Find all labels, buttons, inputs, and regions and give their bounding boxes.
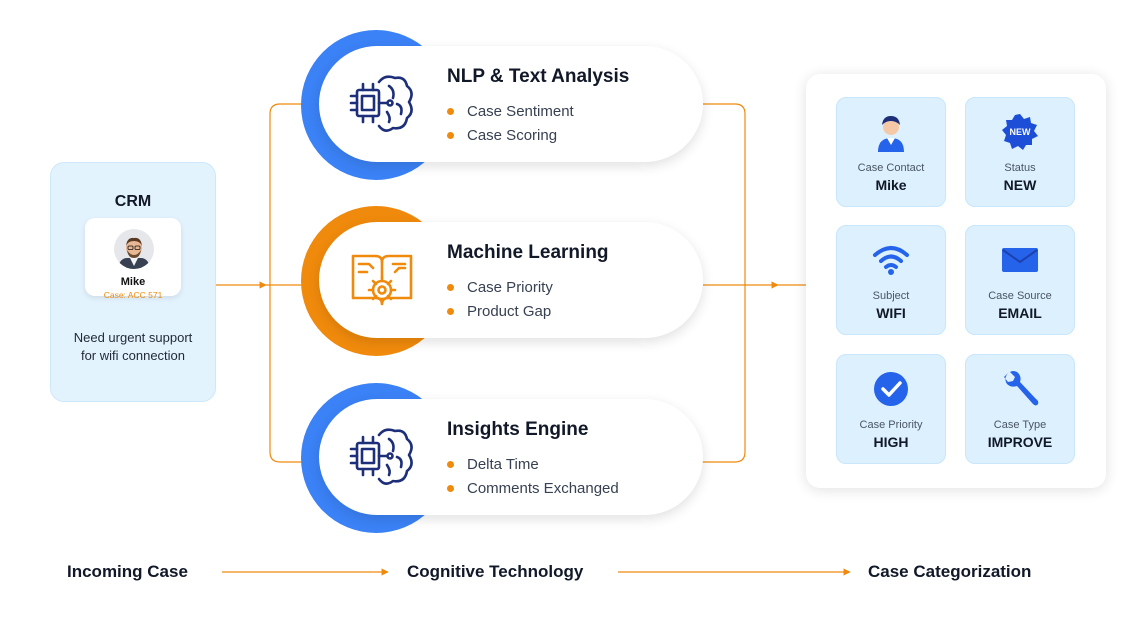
bullet-dot bbox=[447, 485, 454, 492]
bullet-dot bbox=[447, 308, 454, 315]
list-item: Case Sentiment bbox=[447, 100, 574, 124]
tech-ml: Machine Learning Case Priority Product G… bbox=[301, 206, 705, 356]
bullet-dot bbox=[447, 108, 454, 115]
tile-case-type: Case Type IMPROVE bbox=[965, 354, 1075, 464]
tile-status: NEW Status NEW bbox=[965, 97, 1075, 207]
tile-value: IMPROVE bbox=[987, 434, 1053, 450]
tech-pill: NLP & Text Analysis Case Sentiment Case … bbox=[319, 46, 703, 162]
tile-value: HIGH bbox=[873, 434, 909, 450]
ai-brain-chip-icon bbox=[349, 75, 413, 132]
tech-items: Delta Time Comments Exchanged bbox=[447, 453, 619, 501]
tech-insights: Insights Engine Delta Time Comments Exch… bbox=[301, 383, 705, 533]
tile-value: Mike bbox=[875, 177, 907, 193]
stage-cognitive-technology: Cognitive Technology bbox=[407, 562, 584, 581]
tech-title: NLP & Text Analysis bbox=[447, 66, 630, 87]
bullet-dot bbox=[447, 284, 454, 291]
tile-label: Case Type bbox=[993, 419, 1047, 431]
tech-items: Case Priority Product Gap bbox=[447, 276, 553, 324]
case-categorization-panel: Case Contact Mike NEW Status NEW Subject bbox=[806, 74, 1106, 488]
tech-items: Case Sentiment Case Scoring bbox=[447, 100, 574, 148]
crm-case-id: Case: ACC 571 bbox=[103, 290, 163, 300]
wrench-icon bbox=[1004, 371, 1039, 406]
tile-value: WIFI bbox=[876, 305, 906, 321]
tile-case-contact: Case Contact Mike bbox=[836, 97, 946, 207]
bullet-dot bbox=[447, 461, 454, 468]
tech-item-label: Case Sentiment bbox=[467, 103, 574, 120]
list-item: Delta Time bbox=[447, 453, 619, 477]
list-item: Comments Exchanged bbox=[447, 477, 619, 501]
wifi-icon bbox=[873, 246, 909, 275]
tech-pill: Machine Learning Case Priority Product G… bbox=[319, 222, 703, 338]
tech-item-label: Product Gap bbox=[467, 303, 552, 320]
tile-label: Status bbox=[1004, 162, 1036, 174]
list-item: Case Priority bbox=[447, 276, 553, 300]
tech-item-label: Case Scoring bbox=[467, 127, 558, 144]
tech-item-label: Case Priority bbox=[467, 279, 553, 296]
new-badge-text: NEW bbox=[1010, 127, 1032, 137]
tech-item-label: Comments Exchanged bbox=[467, 480, 619, 497]
stage-incoming-case: Incoming Case bbox=[67, 562, 188, 581]
envelope-icon bbox=[1002, 248, 1038, 272]
tech-title: Machine Learning bbox=[447, 242, 609, 263]
tile-label: Case Priority bbox=[859, 419, 923, 431]
crm-contact-name: Mike bbox=[120, 276, 146, 288]
tile-label: Subject bbox=[872, 290, 910, 302]
crm-card: CRM Mike Case: ACC 571 Need urgent suppo… bbox=[50, 162, 216, 402]
person-icon bbox=[878, 116, 904, 152]
list-item: Product Gap bbox=[447, 300, 553, 324]
new-badge-icon: NEW bbox=[1002, 114, 1038, 150]
crm-title: CRM bbox=[114, 193, 152, 210]
crm-contact-card: Mike Case: ACC 571 bbox=[85, 218, 181, 300]
tile-label: Case Contact bbox=[857, 162, 925, 174]
stage-case-categorization: Case Categorization bbox=[868, 562, 1032, 581]
tech-nlp: NLP & Text Analysis Case Sentiment Case … bbox=[301, 30, 705, 180]
tile-subject: Subject WIFI bbox=[836, 225, 946, 335]
bullet-dot bbox=[447, 132, 454, 139]
tile-case-source: Case Source EMAIL bbox=[965, 225, 1075, 335]
avatar bbox=[114, 229, 154, 269]
ai-brain-chip-icon bbox=[349, 428, 413, 485]
list-item: Case Scoring bbox=[447, 124, 574, 148]
tech-pill: Insights Engine Delta Time Comments Exch… bbox=[319, 399, 703, 515]
crm-message: Need urgent support for wifi connection bbox=[73, 330, 193, 363]
tile-value: NEW bbox=[1003, 177, 1037, 193]
tile-value: EMAIL bbox=[998, 305, 1042, 321]
check-circle-icon bbox=[874, 372, 908, 406]
tech-title: Insights Engine bbox=[447, 419, 589, 440]
book-gear-icon bbox=[351, 254, 413, 306]
tile-label: Case Source bbox=[988, 290, 1052, 302]
tile-case-priority: Case Priority HIGH bbox=[836, 354, 946, 464]
tech-item-label: Delta Time bbox=[467, 456, 539, 473]
